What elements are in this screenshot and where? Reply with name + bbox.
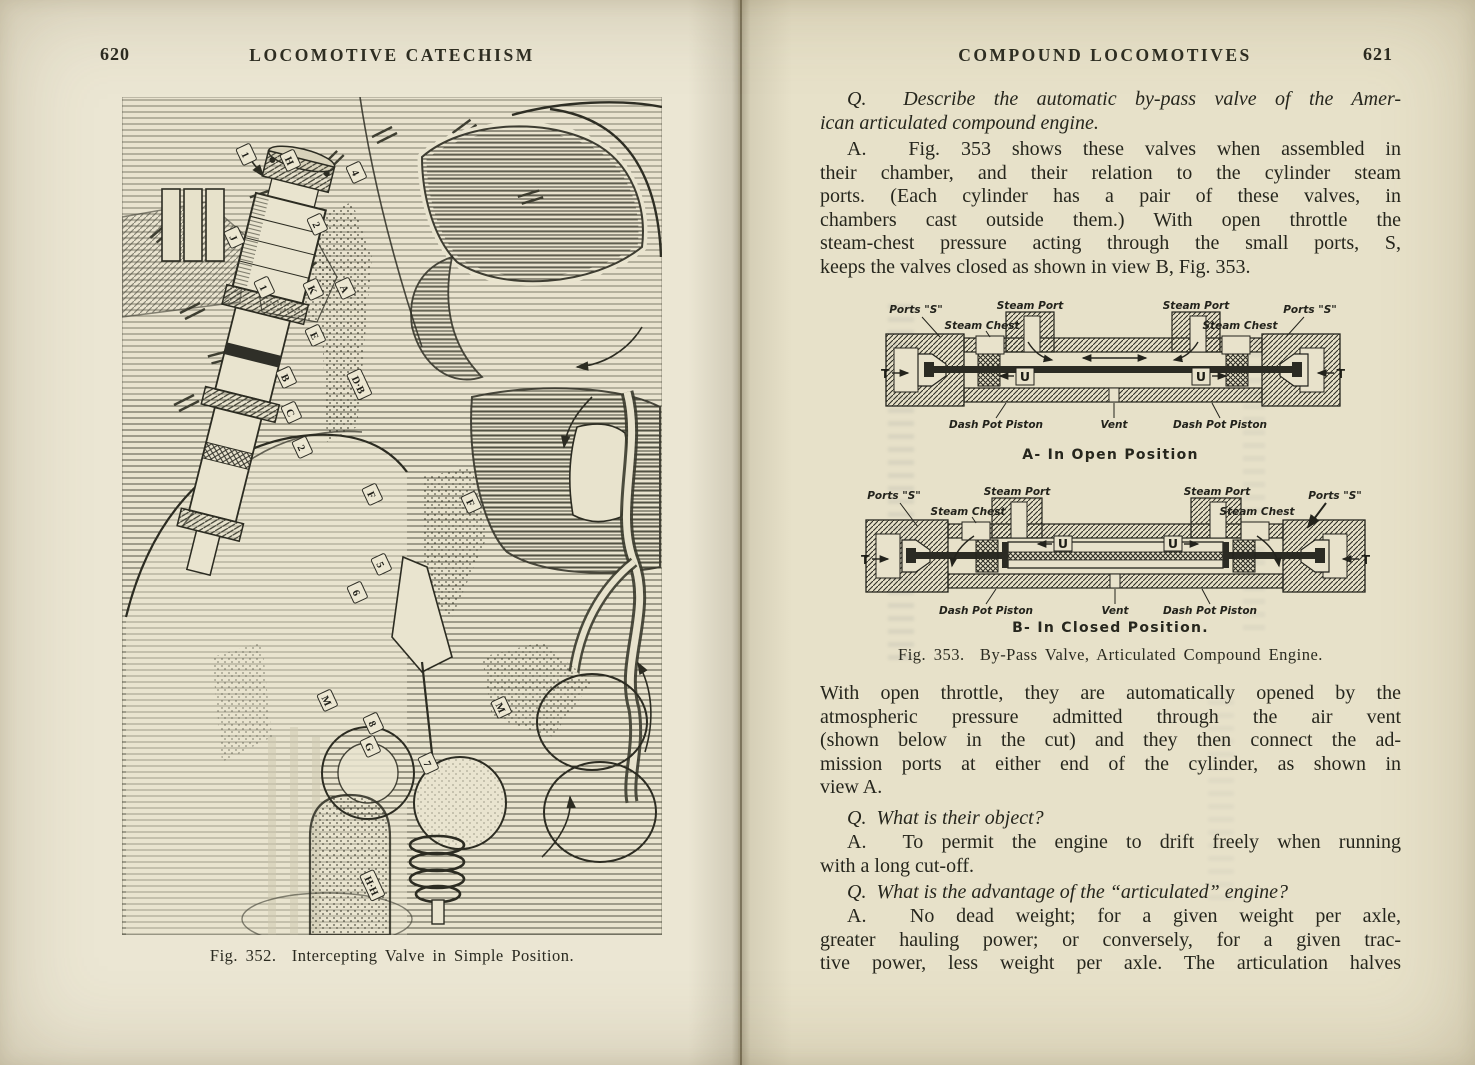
text-line: keeps the valves closed as shown in view… — [820, 255, 1251, 278]
text-line: Q. What is their object? — [847, 807, 1044, 829]
fig352-part-label: F — [463, 498, 476, 508]
diagram-b-dashpot-right: Dash Pot Piston — [1163, 605, 1257, 617]
text-line: with a long cut-off. — [820, 854, 975, 877]
fig352-part-label: M — [492, 701, 506, 715]
diagram-b-u-left: U — [1058, 536, 1068, 551]
question-1: Q. Describe the automatic by-pass valve … — [820, 88, 1401, 135]
fig352-caption: Fig. 352. Intercepting Valve in Simple P… — [209, 946, 575, 965]
diagram-b-steam-chest-left: Steam Chest — [931, 506, 1007, 518]
diagram-a-steam-port-right: Steam Port — [1163, 300, 1230, 312]
diagram-b-steam-port-right: Steam Port — [1184, 486, 1251, 498]
answer-1-continued: With open throttle, they are automatical… — [820, 682, 1401, 800]
fig353-diagram-b: U U T T Ports "S" Steam Chest Steam Port… — [861, 486, 1370, 617]
fig353-caption: Fig. 353. By-Pass Valve, Articulated Com… — [898, 645, 1323, 664]
fig353-caption-a: A- In Open Position — [1022, 447, 1199, 463]
fig352-part-label: 1 — [238, 151, 250, 160]
diagram-b-u-right: U — [1168, 536, 1178, 551]
text-line: A. Fig. 353 shows these valves when asse… — [847, 138, 1401, 160]
diagram-b-ports-s-left: Ports "S" — [867, 490, 921, 502]
diagram-b-dashpot-left: Dash Pot Piston — [939, 605, 1033, 617]
text-line: (shown below in the cut) and they then c… — [820, 729, 1401, 751]
text-line: greater hauling power; or conversely, fo… — [820, 928, 1401, 951]
text-line: ports. (Each cylinder has a pair of thes… — [820, 185, 1401, 207]
text-line: mission ports at either end of the cylin… — [820, 752, 1401, 775]
text-line: chambers cast outside them.) With open t… — [820, 208, 1401, 231]
right-running-header: COMPOUND LOCOMOTIVES — [958, 45, 1252, 65]
text-line: their chamber, and their relation to the… — [820, 161, 1401, 184]
text-line: view A. — [820, 776, 883, 798]
page-620: 620 LOCOMOTIVE CATECHISM — [0, 0, 738, 1065]
text-line: atmospheric pressure admitted through th… — [820, 705, 1401, 728]
text-line: Q. Describe the automatic by-pass valve … — [847, 88, 1401, 110]
fig352-part-label: E — [307, 331, 320, 342]
question-3: Q. What is the advantage of the “articul… — [820, 881, 1401, 905]
fig352-part-label: C — [283, 407, 296, 419]
diagram-b-steam-chest-right: Steam Chest — [1220, 506, 1296, 518]
text-line: steam-chest pressure acting through the … — [820, 232, 1401, 254]
answer-3: A. No dead weight; for a given weight pe… — [820, 905, 1401, 976]
fig352-part-label: F — [364, 490, 377, 500]
fig352-part-label: 6 — [349, 589, 361, 598]
diagram-a-u-left: U — [1020, 369, 1030, 384]
fig352-part-label: 4 — [348, 169, 361, 179]
left-running-header: LOCOMOTIVE CATECHISM — [249, 45, 535, 65]
diagram-a-steam-chest-right: Steam Chest — [1203, 320, 1279, 332]
fig352-part-label: J — [226, 234, 238, 243]
fig352-part-label: A — [337, 283, 350, 295]
fig352-part-labels: 1 H 4 2 J 1 E K A B D·B C 2 F F 5 6 8 G … — [223, 143, 512, 902]
fig352-part-label: 7 — [420, 760, 432, 769]
fig352-part-label: B — [278, 373, 291, 384]
fig352-part-label: 5 — [373, 561, 385, 570]
diagram-a-steam-port-left: Steam Port — [997, 300, 1064, 312]
diagram-b-t-right: T — [1361, 552, 1370, 567]
diagram-b-vent: Vent — [1102, 605, 1130, 617]
diagram-a-t-left: T — [881, 366, 890, 381]
diagram-a-vent: Vent — [1101, 419, 1129, 431]
fig352-part-label: M — [318, 694, 332, 708]
answer-2: A. To permit the engine to drift freely … — [820, 831, 1401, 878]
text-line: A. No dead weight; for a given weight pe… — [847, 905, 1401, 927]
book-gutter-fold — [740, 0, 742, 1065]
diagram-b-t-left: T — [861, 552, 870, 567]
diagram-a-u-right: U — [1196, 369, 1206, 384]
diagram-a-steam-chest-left: Steam Chest — [945, 320, 1021, 332]
diagram-a-dashpot-left: Dash Pot Piston — [949, 419, 1043, 431]
answer-1: A. Fig. 353 shows these valves when asse… — [820, 138, 1401, 279]
fig352-engraving: 1 H 4 2 J 1 E K A B D·B C 2 F F 5 6 8 G … — [122, 97, 662, 935]
fig352-part-label: 2 — [309, 221, 321, 230]
fig353-diagram-a: U U T T Ports "S" Steam Chest Steam Port… — [881, 300, 1345, 431]
text-line: ican articulated compound engine. — [820, 111, 1099, 134]
fig352-part-label: 2 — [294, 444, 306, 453]
diagram-a-t-right: T — [1336, 366, 1345, 381]
fig352-part-label: 1 — [256, 284, 268, 293]
diagram-b-steam-port-left: Steam Port — [984, 486, 1051, 498]
fig352-part-label: 8 — [365, 720, 377, 729]
text-line: A. To permit the engine to drift freely … — [847, 831, 1401, 853]
left-page-number: 620 — [100, 44, 130, 64]
diagram-a-dashpot-right: Dash Pot Piston — [1173, 419, 1267, 431]
fig353-caption-b: B- In Closed Position. — [1012, 620, 1209, 636]
diagram-b-ports-s-right: Ports "S" — [1308, 490, 1362, 502]
diagram-a-ports-s-left: Ports "S" — [889, 304, 943, 316]
right-page-number: 621 — [1363, 44, 1393, 64]
question-2: Q. What is their object? — [820, 807, 1401, 831]
page-621: COMPOUND LOCOMOTIVES 621 Q. Describe the… — [738, 0, 1475, 1065]
text-line: With open throttle, they are automatical… — [820, 682, 1401, 704]
diagram-a-ports-s-right: Ports "S" — [1283, 304, 1337, 316]
text-line: Q. What is the advantage of the “articul… — [847, 881, 1289, 903]
text-line: tive power, less weight per axle. The ar… — [820, 952, 1401, 974]
